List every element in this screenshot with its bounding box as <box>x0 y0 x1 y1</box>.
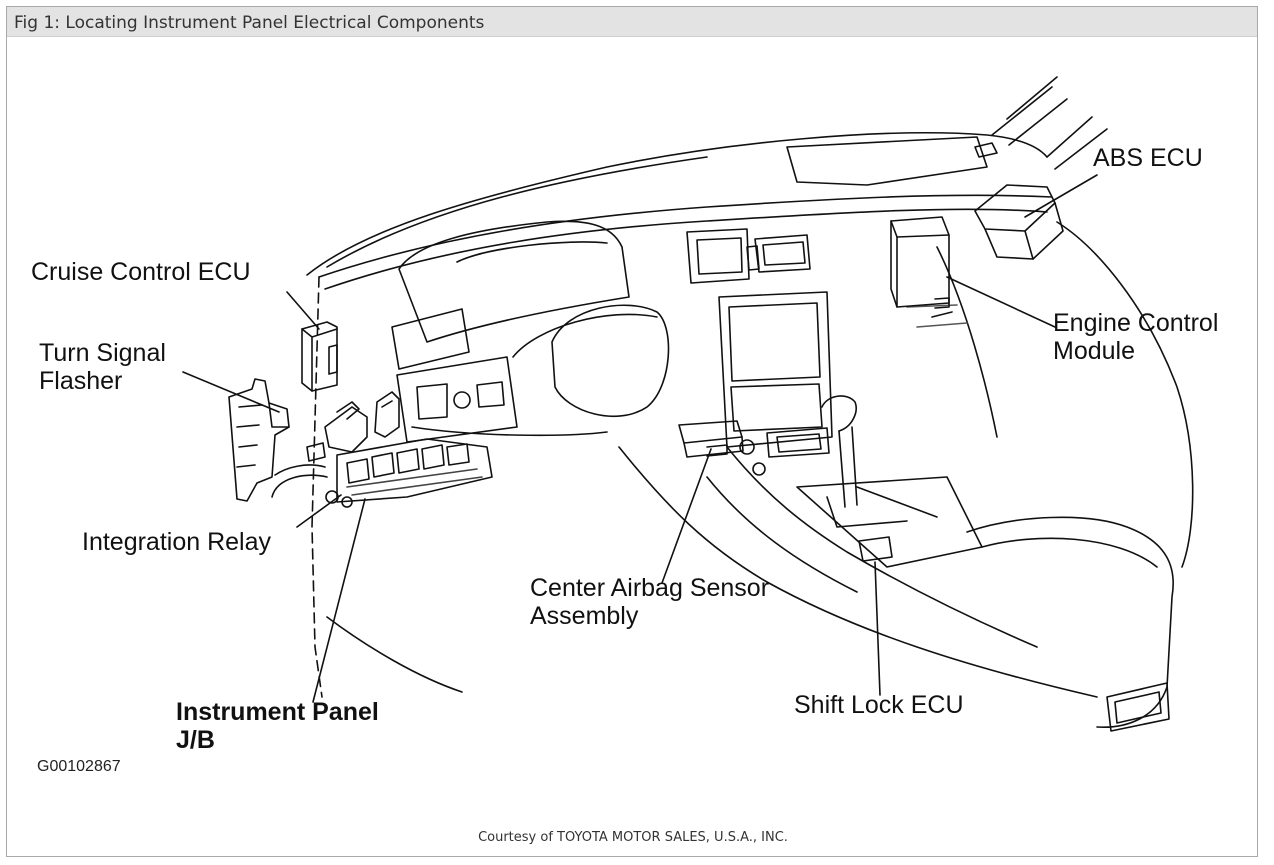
turn-signal-leader <box>182 371 280 413</box>
label-center-airbag-line2: Assembly <box>530 602 639 630</box>
label-instrument-panel-line1: Instrument Panel <box>176 698 379 726</box>
airbag-leader <box>661 448 712 584</box>
figure-title: Fig 1: Locating Instrument Panel Electri… <box>14 13 485 33</box>
label-cruise-control-ecu: Cruise Control ECU <box>31 258 251 286</box>
dashboard-illustration <box>182 76 1194 732</box>
integration-relay-leader <box>296 494 342 528</box>
figure-code: G00102867 <box>37 758 121 775</box>
shift-lock-leader <box>874 561 881 696</box>
title-bar: Fig 1: Locating Instrument Panel Electri… <box>7 7 1257 37</box>
label-turn-signal-line1: Turn Signal <box>39 339 166 367</box>
credit-line: Courtesy of TOYOTA MOTOR SALES, U.S.A., … <box>478 830 788 845</box>
label-abs-ecu: ABS ECU <box>1093 144 1203 172</box>
label-instrument-panel-line2: J/B <box>176 726 215 754</box>
cruise-leader <box>286 291 320 330</box>
label-center-airbag-line1: Center Airbag Sensor <box>530 574 770 602</box>
label-engine-control-line1: Engine Control <box>1053 309 1219 337</box>
jb-leader <box>312 498 366 703</box>
label-turn-signal-line2: Flasher <box>39 367 123 395</box>
label-engine-control-line2: Module <box>1053 337 1135 365</box>
label-integration-relay: Integration Relay <box>82 528 272 556</box>
abs-leader <box>1024 174 1098 218</box>
ecm-leader <box>946 276 1056 328</box>
figure-frame: Fig 1: Locating Instrument Panel Electri… <box>6 6 1258 857</box>
label-shift-lock-ecu: Shift Lock ECU <box>794 691 964 719</box>
